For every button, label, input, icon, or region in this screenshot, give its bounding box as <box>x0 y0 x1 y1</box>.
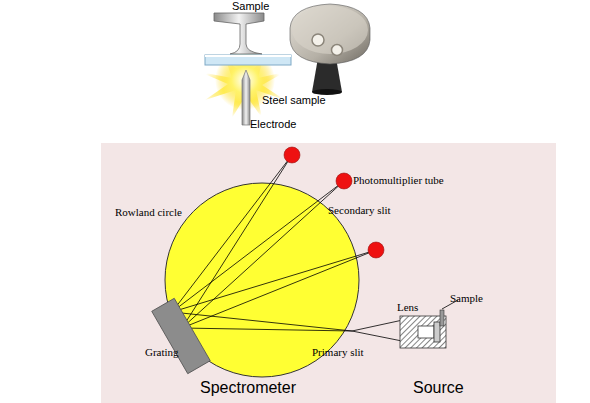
part-label: Secondary slit <box>328 205 391 216</box>
spectrometer-illustration <box>152 147 458 377</box>
steel-sample-photo <box>290 4 370 95</box>
section-title: Spectrometer <box>200 380 296 396</box>
part-label: Grating <box>145 347 179 358</box>
part-label: Steel sample <box>262 95 326 106</box>
part-label: Electrode <box>250 119 296 130</box>
section-title: Source <box>413 380 464 396</box>
part-label: Lens <box>397 302 418 313</box>
part-label: Photomultiplier tube <box>353 175 444 186</box>
panel-background <box>101 143 556 403</box>
part-label: Primary slit <box>312 347 364 358</box>
part-label: Sample <box>232 1 269 12</box>
part-label: Rowland circle <box>115 207 182 218</box>
part-label: Sample <box>450 293 483 304</box>
spark-sample-illustration <box>200 13 291 125</box>
